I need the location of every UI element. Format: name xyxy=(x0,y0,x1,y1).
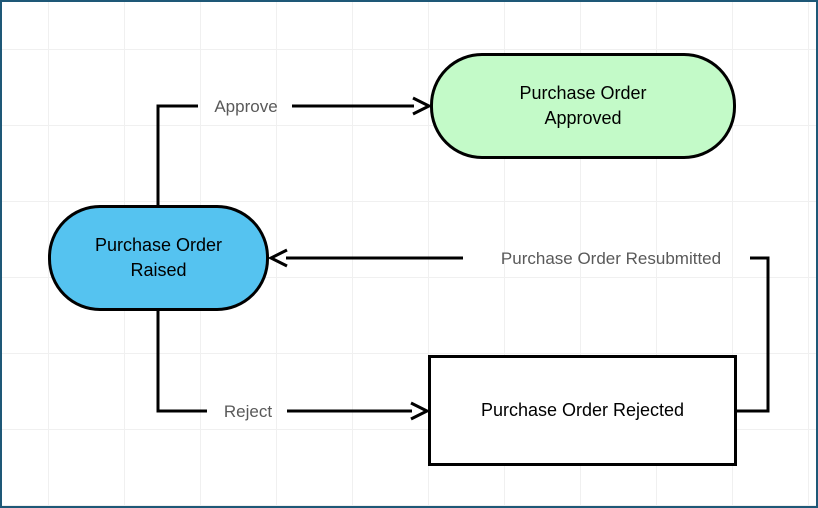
arrowhead-reject xyxy=(410,401,431,421)
node-label-line: Raised xyxy=(130,260,187,280)
edge-approve xyxy=(156,104,414,205)
node-label-line: Purchase Order xyxy=(519,83,647,103)
node-label-line: Approved xyxy=(544,108,622,128)
node-purchase-order-raised: Purchase Order Raised xyxy=(48,205,269,311)
node-purchase-order-rejected: Purchase Order Rejected xyxy=(428,355,737,466)
arrowhead-approve xyxy=(412,96,433,116)
edge-label-reject: Reject xyxy=(223,402,273,421)
edge-label-approve: Approve xyxy=(214,97,278,116)
node-label-line: Purchase Order Rejected xyxy=(480,400,685,420)
arrowhead-resubmit xyxy=(267,248,288,268)
node-purchase-order-approved: Purchase Order Approved xyxy=(430,53,736,159)
node-label-line: Purchase Order xyxy=(94,235,223,255)
edge-resubmit xyxy=(286,256,770,413)
edge-label-resubmitted: Purchase Order Resubmitted xyxy=(500,249,722,268)
edge-reject xyxy=(156,310,412,413)
